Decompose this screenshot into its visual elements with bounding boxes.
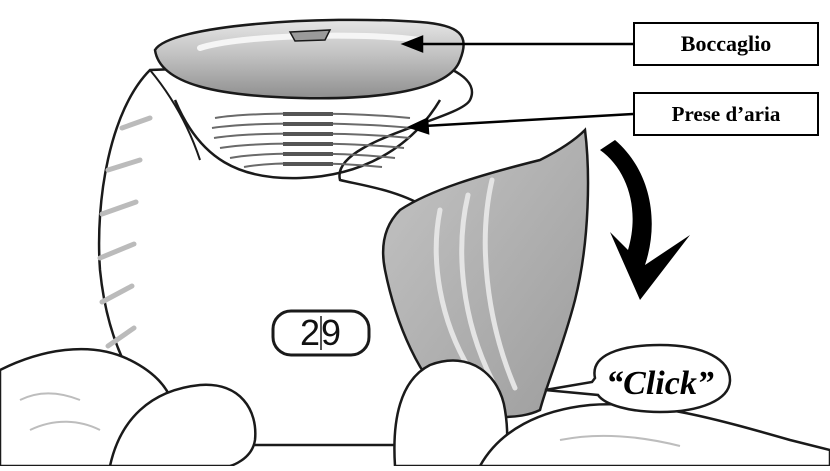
rotation-arrow (600, 140, 690, 300)
mouthpiece-label: Boccaglio (633, 22, 819, 66)
click-callout-text: “Click” (590, 360, 730, 408)
air-vent-leader (424, 114, 633, 126)
air-vents-label: Prese d’aria (633, 92, 819, 136)
mouthpiece-opening (290, 30, 330, 41)
dose-counter-value: 29 (273, 311, 369, 355)
